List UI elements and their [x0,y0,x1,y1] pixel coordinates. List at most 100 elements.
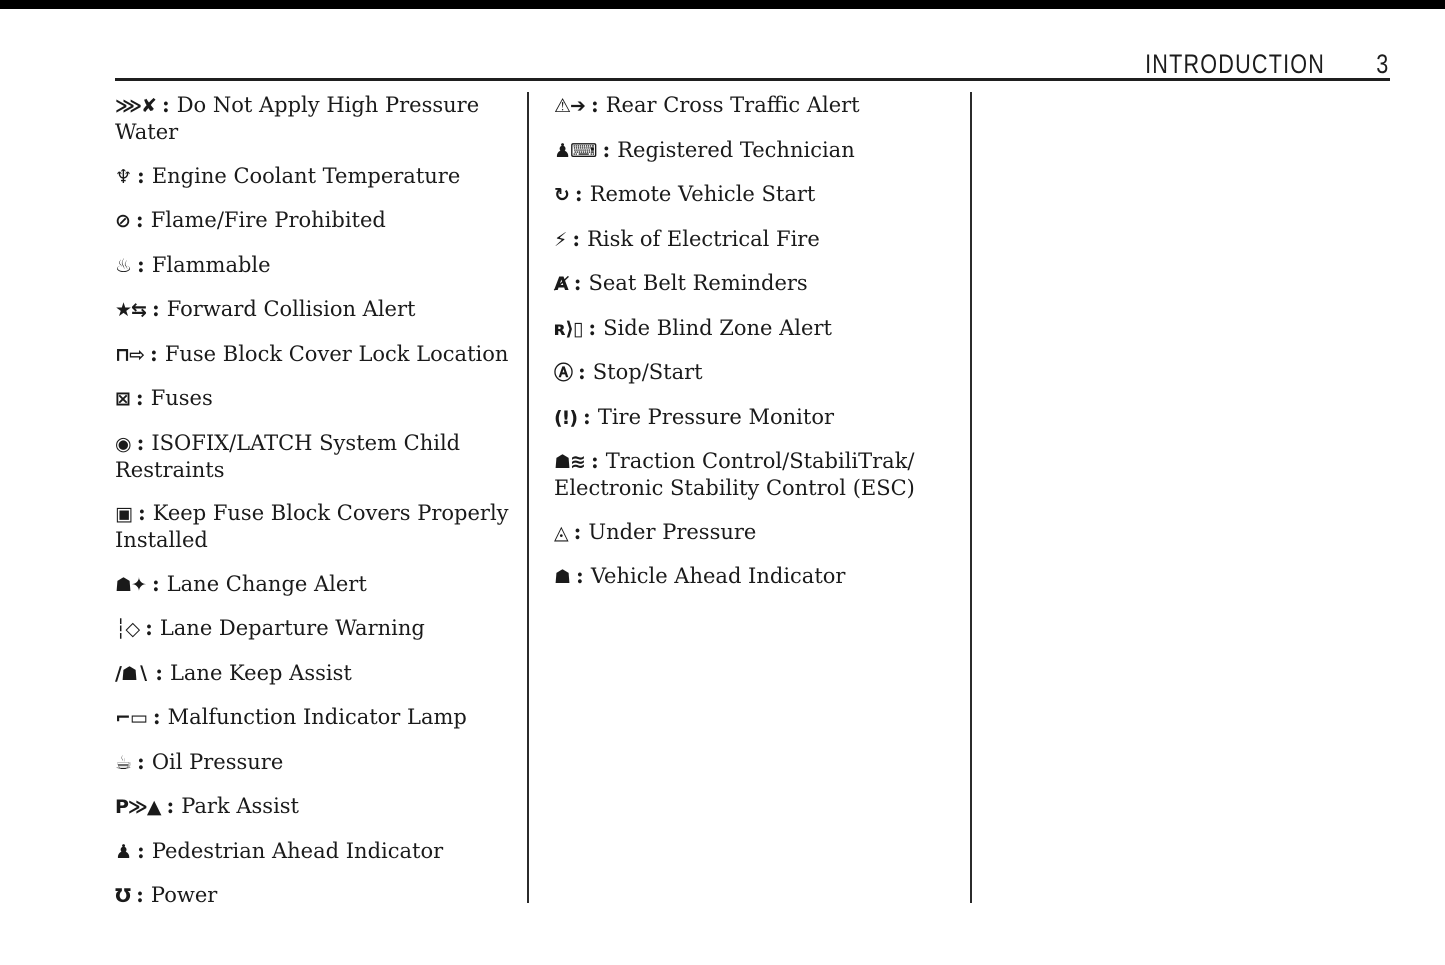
page-header: INTRODUCTION 3 [1146,49,1390,80]
symbol-label: Lane Keep Assist [169,660,352,685]
traction-control-stabilitrak-esc-icon: ☗≋ [554,451,586,473]
page-number: 3 [1376,49,1390,79]
top-edge-bar [0,0,1445,9]
symbol-label: Risk of Electrical Fire [587,226,820,251]
symbol-entry: ⌐▭:Malfunction Indicator Lamp [115,704,527,731]
symbol-label: Side Blind Zone Alert [603,315,832,340]
symbol-label: Forward Collision Alert [166,297,416,321]
symbol-label: Oil Pressure [151,749,284,774]
flame-fire-prohibited-icon: ⊘ [115,210,131,232]
symbol-entry: ⊓⇨:Fuse Block Cover Lock Location [115,341,527,368]
symbol-entry: ♆:Engine Coolant Temperature [115,163,527,190]
colon-separator: : [135,385,144,410]
symbol-entry: (!):Tire Pressure Monitor [554,404,970,431]
symbol-entry: Ⓐ:Stop/Start [554,359,970,386]
symbol-entry: ↻:Remote Vehicle Start [554,181,970,208]
symbol-label: Lane Change Alert [166,571,367,596]
colon-separator: : [572,225,581,251]
symbol-label: Malfunction Indicator Lamp [167,705,467,729]
registered-technician-icon: ♟⌨ [554,139,597,162]
symbol-entry: ⋙✘:Do Not Apply High Pressure Water [115,92,527,145]
symbol-label: ISOFIX/LATCH System Child Restraints [115,430,461,482]
symbol-entry: ♟:Pedestrian Ahead Indicator [115,838,527,865]
power-icon: ℧ [115,885,131,907]
symbol-label: Engine Coolant Temperature [151,163,461,188]
symbol-label: Traction Control/StabiliTrak/ Electronic… [554,449,915,500]
symbol-entry: ☗:Vehicle Ahead Indicator [554,563,970,590]
symbol-entry: ★⇆:Forward Collision Alert [115,296,527,323]
symbol-label: Remote Vehicle Start [589,182,816,206]
header-rule [115,78,1390,81]
colon-separator: : [602,136,611,162]
symbol-entry: ┆◇:Lane Departure Warning [115,615,527,642]
lane-keep-assist-icon: ∕☗∖ [115,662,150,685]
symbol-label: Registered Technician [617,137,855,162]
tire-pressure-monitor-icon: (!) [554,406,578,429]
do-not-apply-high-pressure-water-icon: ⋙✘ [115,95,157,117]
colon-separator: : [137,837,145,863]
colon-separator: : [588,314,597,340]
column-divider-1 [527,92,529,903]
colon-separator: : [137,251,145,277]
symbol-entry: ☕:Oil Pressure [115,749,527,776]
symbol-entry: ⊘:Flame/Fire Prohibited [115,207,527,234]
risk-of-electrical-fire-icon: ⚡ [554,228,567,251]
park-assist-icon: P≫▲ [115,796,161,818]
fuses-icon: ⊠ [115,388,131,410]
colon-separator: : [135,207,144,232]
symbol-entry: ▣:Keep Fuse Block Covers Properly Instal… [115,500,527,553]
symbol-entry: Ⱥ:Seat Belt Reminders [554,270,970,297]
symbol-label: Lane Departure Warning [159,616,425,640]
page-title: INTRODUCTION [1145,49,1326,79]
colon-separator: : [137,162,145,188]
symbol-entry: ☗✦:Lane Change Alert [115,571,527,598]
engine-coolant-temperature-icon: ♆ [115,165,132,188]
symbol-label: Flame/Fire Prohibited [150,208,386,232]
colon-separator: : [155,659,163,685]
colon-separator: : [137,748,145,774]
colon-separator: : [574,181,583,206]
symbol-entry: ☗≋:Traction Control/StabiliTrak/ Electro… [554,448,970,501]
oil-pressure-icon: ☕ [115,751,132,774]
colon-separator: : [152,704,161,729]
forward-collision-alert-icon: ★⇆ [115,299,147,321]
column-divider-2 [970,92,972,903]
colon-separator: : [573,518,582,544]
symbol-label: Vehicle Ahead Indicator [590,564,846,588]
symbol-label: Under Pressure [588,519,757,544]
symbol-entry: ℧:Power [115,882,527,909]
symbol-entry: P≫▲:Park Assist [115,793,527,820]
symbol-label: Tire Pressure Monitor [597,404,835,429]
remote-vehicle-start-icon: ↻ [554,184,570,206]
colon-separator: : [576,563,584,588]
column-middle: ⚠➔:Rear Cross Traffic Alert♟⌨:Registered… [529,92,970,590]
symbol-entry: ⚡:Risk of Electrical Fire [554,226,970,253]
symbol-label: Pedestrian Ahead Indicator [151,838,444,863]
vehicle-ahead-indicator-icon: ☗ [554,566,571,588]
symbol-label: Flammable [151,252,271,277]
symbol-entry: ⚠➔:Rear Cross Traffic Alert [554,92,970,119]
colon-separator: : [136,429,145,455]
malfunction-indicator-lamp-icon: ⌐▭ [115,707,148,729]
colon-separator: : [578,359,586,384]
symbol-label: Keep Fuse Block Covers Properly Installe… [115,501,509,552]
colon-separator: : [590,92,599,117]
symbol-entry: ∕☗∖:Lane Keep Assist [115,660,527,687]
pedestrian-ahead-indicator-icon: ♟ [115,840,132,863]
symbol-entry: ♟⌨:Registered Technician [554,137,970,164]
colon-separator: : [136,882,144,907]
fuse-block-cover-lock-location-icon: ⊓⇨ [115,343,145,366]
symbol-label: Park Assist [181,794,299,818]
seat-belt-reminders-icon: Ⱥ [554,273,569,295]
rear-cross-traffic-alert-icon: ⚠➔ [554,95,586,117]
stop-start-icon: Ⓐ [554,362,573,384]
symbol-label: Rear Cross Traffic Alert [605,93,860,117]
colon-separator: : [145,615,153,640]
isofix-latch-system-child-restraints-icon: ◉ [115,432,132,455]
symbol-entry: ♨:Flammable [115,252,527,279]
colon-separator: : [161,92,170,117]
lane-departure-warning-icon: ┆◇ [115,618,140,640]
symbol-entry: ◬:Under Pressure [554,519,970,546]
symbol-label: Stop/Start [592,360,703,384]
flammable-icon: ♨ [115,254,132,277]
